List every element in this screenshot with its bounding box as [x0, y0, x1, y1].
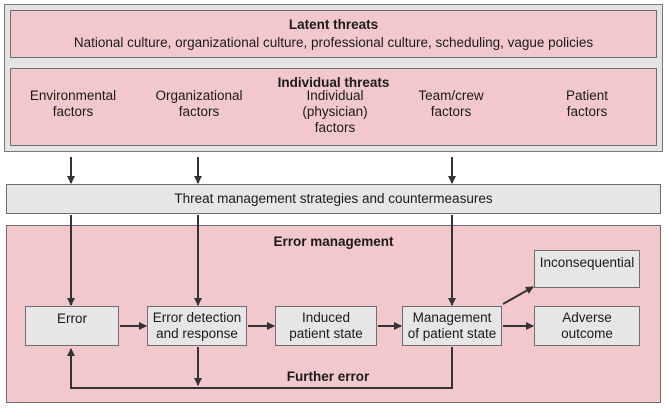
- individual-threats-title: Individual threats: [277, 75, 390, 90]
- strategies-label: Threat management strategies and counter…: [174, 191, 493, 206]
- latent-threats-title: Latent threats: [288, 17, 379, 32]
- factor-individual: Individual(physician)factors: [302, 88, 368, 135]
- individual-threats-box: Individual threats: [10, 68, 657, 146]
- arrow-further-error-loop: [67, 347, 453, 389]
- node-inconsequential-label: Inconsequential: [539, 255, 635, 270]
- node-error: Error: [25, 306, 119, 346]
- latent-threats-box: Latent threats National culture, organiz…: [10, 10, 657, 58]
- error-management-title: Error management: [273, 234, 394, 249]
- further-error-label: Further error: [286, 369, 370, 384]
- node-error-label: Error: [57, 311, 87, 326]
- strategies-bar: Threat management strategies and counter…: [6, 184, 661, 214]
- arrow-management-to-inconsequential: [502, 286, 534, 305]
- latent-threats-text: National culture, organizational culture…: [73, 35, 594, 50]
- node-inconsequential: Inconsequential: [534, 250, 640, 288]
